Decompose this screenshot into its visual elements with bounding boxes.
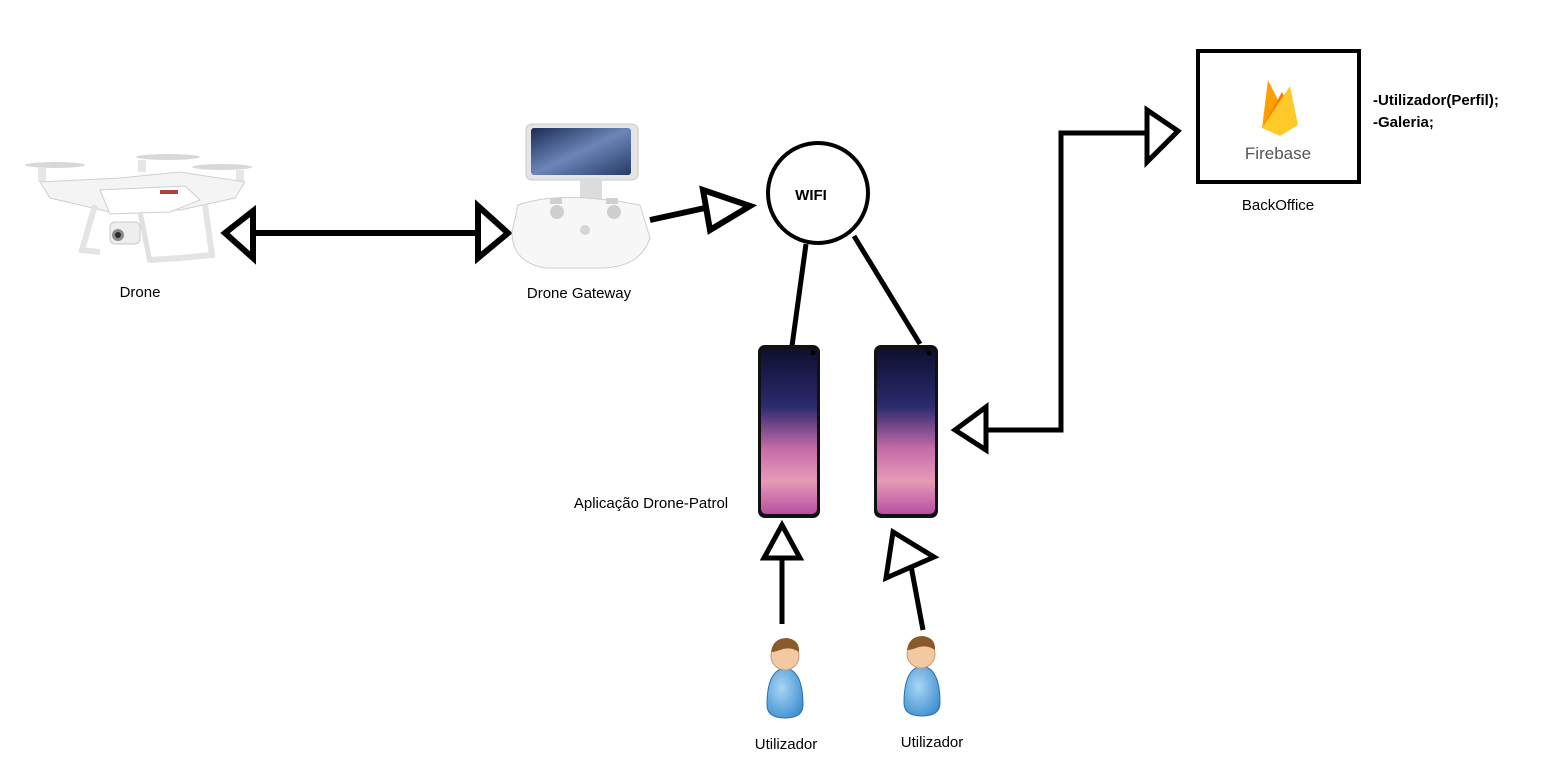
phone-2 [874,345,938,518]
wifi-phone-links [789,234,923,347]
backoffice-note-2: -Galeria; [1373,114,1434,131]
drone-gateway-arrow [220,199,513,265]
gateway-image [511,123,651,269]
user2-phone-arrow [882,527,940,631]
drone-image [25,154,252,263]
backoffice-label: BackOffice [1242,197,1314,214]
user-1-label: Utilizador [755,736,818,753]
app-label: Aplicação Drone-Patrol [574,495,728,512]
wifi-node [766,141,870,245]
backoffice-box: Firebase [1196,49,1361,184]
gateway-wifi-arrow [649,185,758,235]
user-2-icon [903,636,941,717]
wifi-label: WIFI [795,187,827,204]
drone-label: Drone [120,284,161,301]
user-2-label: Utilizador [901,734,964,751]
user1-phone-arrow [759,519,805,624]
backoffice-note-1: -Utilizador(Perfil); [1373,92,1499,109]
phone-1 [758,345,820,518]
firebase-label: Firebase [1245,144,1311,163]
user-1-icon [766,638,804,719]
gateway-label: Drone Gateway [527,285,632,302]
firebase-logo-icon [1262,80,1298,136]
backoffice-phone-arrow [950,105,1182,455]
